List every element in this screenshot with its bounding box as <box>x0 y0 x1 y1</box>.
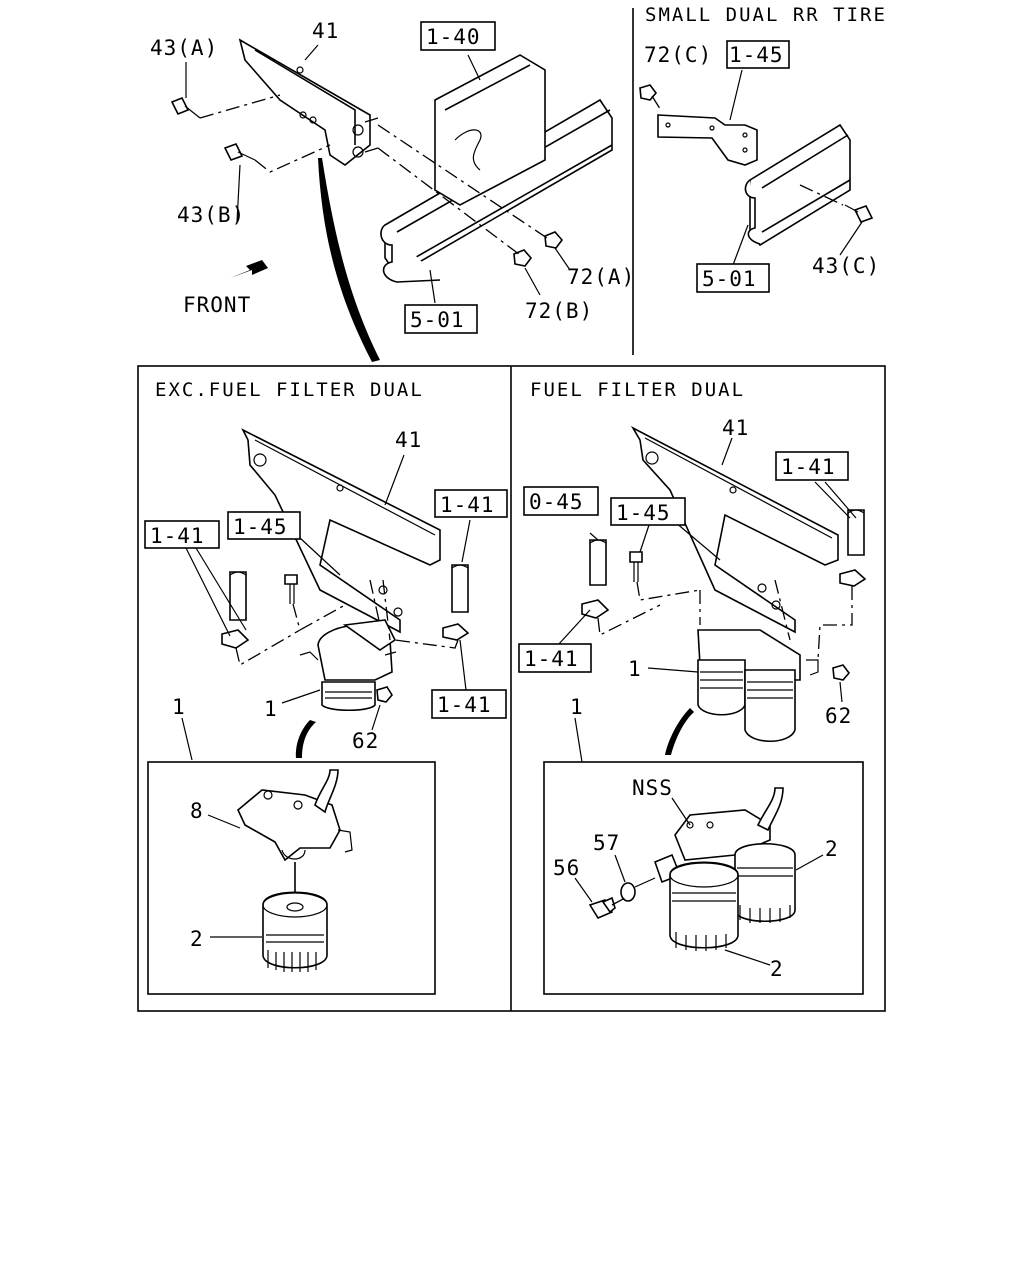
o-ring-57 <box>620 882 636 902</box>
arrow-down-left-icon <box>230 260 268 278</box>
dual-panel: FUEL FILTER DUAL <box>518 379 867 995</box>
filter-element-2-left <box>262 891 328 972</box>
bolt-right <box>629 551 643 582</box>
filter-assembly-left <box>299 619 397 712</box>
nut-62-right <box>832 664 851 681</box>
hose-left-b <box>451 564 469 613</box>
header-small-dual: SMALL DUAL RR TIRE <box>645 4 887 26</box>
filter-assembly-right <box>697 629 819 742</box>
nut-62-left <box>376 686 393 703</box>
label-1-left: 1 <box>264 697 278 721</box>
label-1-right: 1 <box>628 657 642 681</box>
nut-72a <box>544 231 564 249</box>
label-43c: 43(C) <box>812 254 880 278</box>
ref-1-41-left-a: 1-41 <box>150 524 205 548</box>
ref-1-41-right-a: 1-41 <box>781 455 836 479</box>
bolt-43c <box>844 204 874 223</box>
label-1-left-b: 1 <box>172 695 186 719</box>
drain-plug-56 <box>588 896 616 920</box>
label-8: 8 <box>190 799 204 823</box>
label-nss: NSS <box>632 776 673 800</box>
front-label: FRONT <box>183 293 251 317</box>
frame-rail-main <box>380 98 613 283</box>
inset-left <box>147 761 436 995</box>
ref-1-41-right-b: 1-41 <box>524 647 579 671</box>
label-2-right-a: 2 <box>825 837 839 861</box>
inset-right <box>543 761 864 995</box>
hose-right-b <box>847 509 865 556</box>
bolt-43b <box>223 143 256 161</box>
ref-1-41-left-b: 1-41 <box>440 493 495 517</box>
ref-5-01-main: 5-01 <box>410 308 465 332</box>
label-56: 56 <box>553 856 580 880</box>
label-62-right: 62 <box>825 704 852 728</box>
label-2-left: 2 <box>190 927 204 951</box>
filter-head-8 <box>237 769 353 862</box>
ref-1-40: 1-40 <box>426 25 481 49</box>
ref-1-41-left-c: 1-41 <box>437 693 492 717</box>
label-41-right: 41 <box>722 416 749 440</box>
bracket-41-left <box>241 428 441 634</box>
label-43b: 43(B) <box>177 203 245 227</box>
label-41-top: 41 <box>312 19 339 43</box>
small-frame-rail <box>744 123 851 247</box>
clip-right-b <box>839 569 867 587</box>
ref-1-45-right: 1-45 <box>616 501 671 525</box>
label-72a: 72(A) <box>567 265 635 289</box>
small-bracket <box>657 114 758 166</box>
ref-0-45: 0-45 <box>529 490 584 514</box>
label-72c: 72(C) <box>644 43 712 67</box>
label-43a: 43(A) <box>150 36 218 60</box>
header-exc-dual: EXC.FUEL FILTER DUAL <box>155 379 424 401</box>
ref-5-01-small: 5-01 <box>702 267 757 291</box>
label-72b: 72(B) <box>525 299 593 323</box>
bolt-43a <box>170 96 201 119</box>
label-62-left: 62 <box>352 729 379 753</box>
clip-left-a <box>221 629 250 649</box>
exc-dual-panel: EXC.FUEL FILTER DUAL <box>144 379 508 995</box>
label-2-right-b: 2 <box>770 957 784 981</box>
bracket-41-right <box>630 426 839 634</box>
crossmember <box>434 54 546 206</box>
bolt-left <box>284 574 298 604</box>
ref-1-45-top: 1-45 <box>729 43 784 67</box>
header-dual: FUEL FILTER DUAL <box>530 379 745 401</box>
clip-left-b <box>442 623 470 641</box>
filter-element-2-right-a <box>669 861 739 951</box>
label-1-right-b: 1 <box>570 695 584 719</box>
filter-element-2-right-b <box>734 842 796 923</box>
small-dual-panel: SMALL DUAL RR TIRE 1-45 72(C) <box>639 4 887 293</box>
top-assembly: 43(A) 41 43(B) 72(A) 72(B) FRONT 1-40 5-… <box>150 19 635 362</box>
hose-right-a <box>589 539 607 586</box>
clip-right-a <box>581 599 610 619</box>
bracket-41 <box>238 38 379 166</box>
label-41-left: 41 <box>395 428 422 452</box>
label-57: 57 <box>593 831 620 855</box>
hose-left-a <box>229 571 247 621</box>
ref-1-45-left: 1-45 <box>233 515 288 539</box>
